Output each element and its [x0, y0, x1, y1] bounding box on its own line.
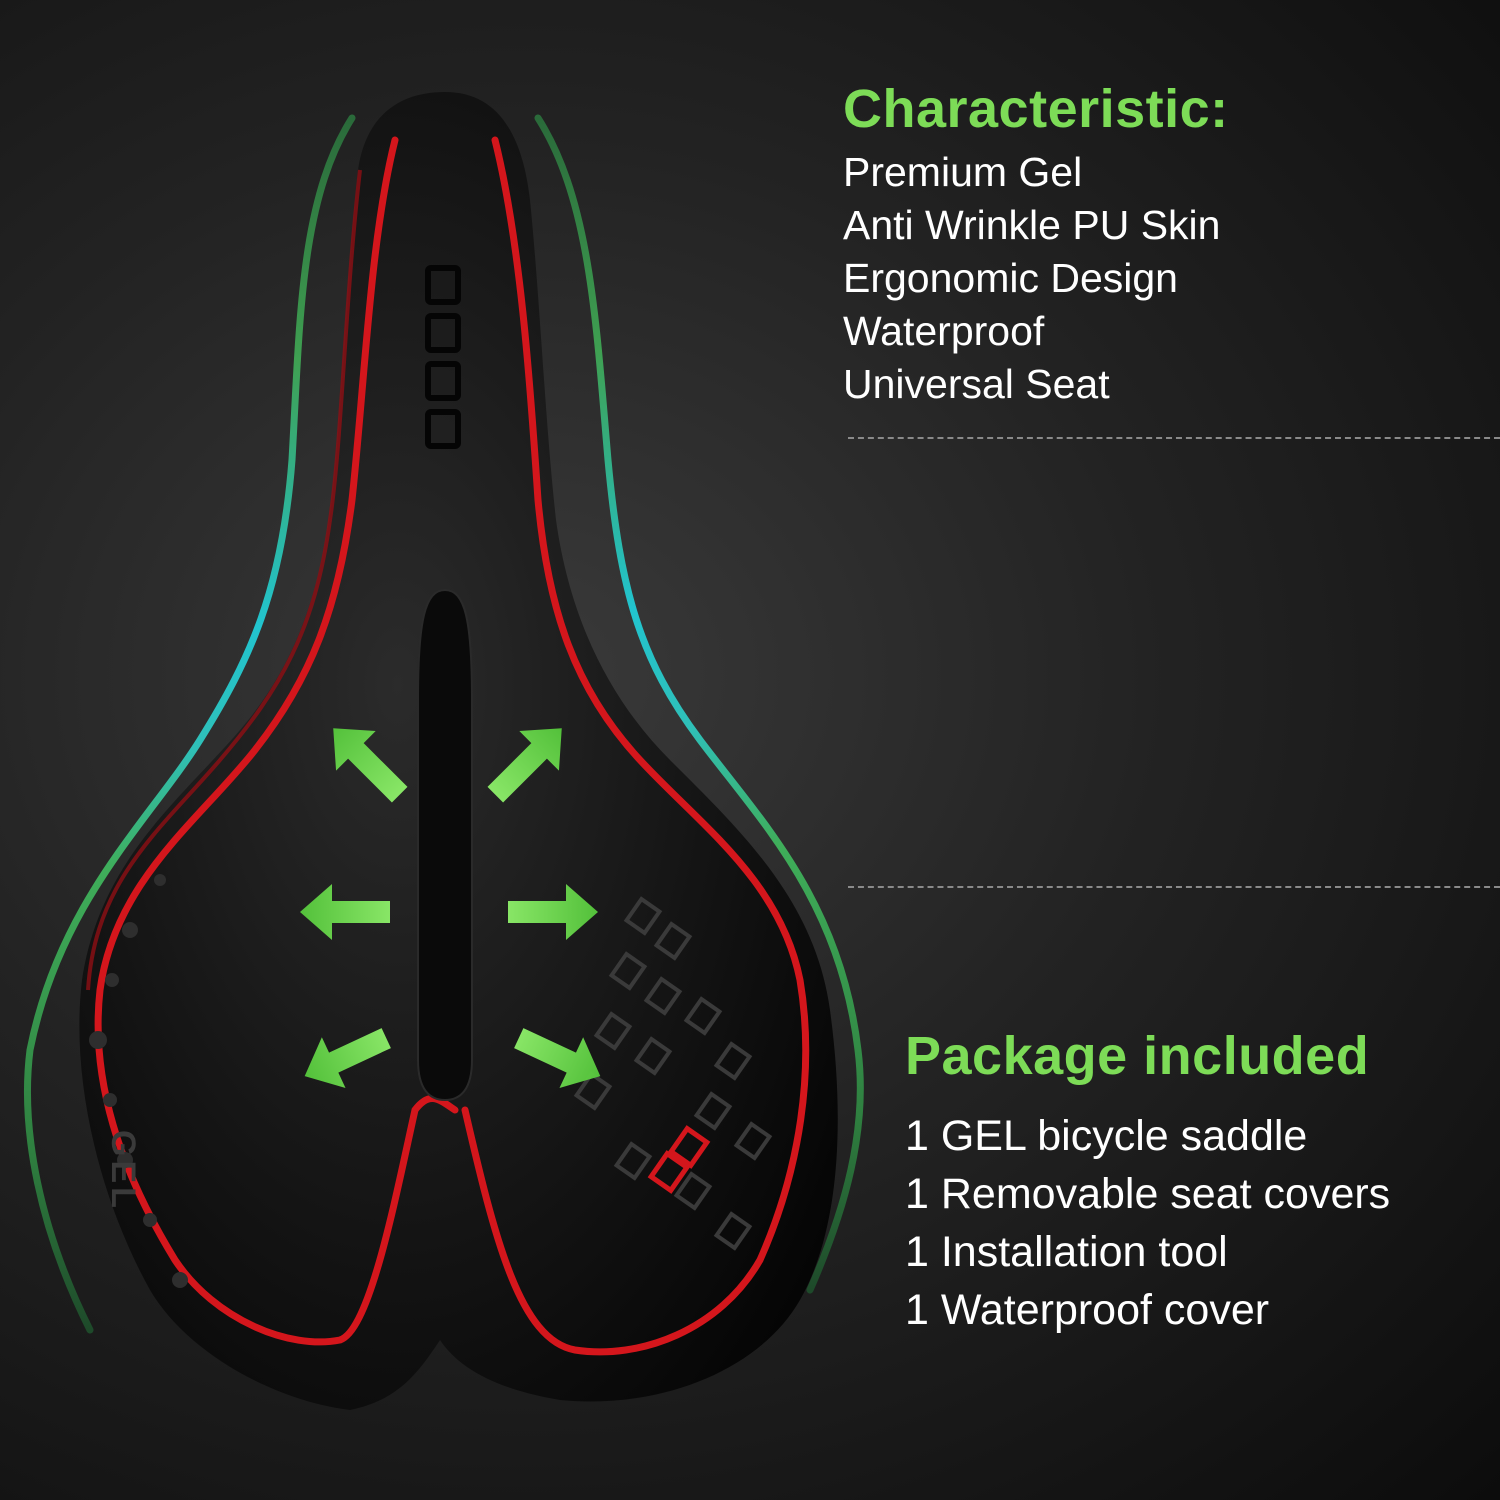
package-heading: Package included: [905, 1026, 1370, 1086]
package-item: 1 Removable seat covers: [905, 1170, 1391, 1218]
contour-line-right: [534, 114, 864, 1294]
package-item: 1 GEL bicycle saddle: [905, 1112, 1308, 1160]
characteristic-heading: Characteristic:: [843, 79, 1229, 139]
package-item: 1 Installation tool: [905, 1228, 1228, 1276]
red-trim-outer-left: [86, 169, 362, 991]
contour-line-left: [24, 114, 356, 1334]
characteristic-item: Waterproof: [843, 308, 1045, 354]
gel-print: GEL: [104, 1130, 142, 1212]
package-list: 1 GEL bicycle saddle 1 Removable seat co…: [905, 1115, 1390, 1347]
gs-pattern-right: [573, 896, 773, 1251]
gs-logo-red-icon: [647, 1125, 711, 1194]
characteristic-item: Ergonomic Design: [843, 255, 1178, 301]
package-item: 1 Waterproof cover: [905, 1286, 1270, 1334]
red-trim-left: [94, 136, 459, 1346]
double-arrow-icon: [300, 728, 601, 1088]
characteristic-item: Premium Gel: [843, 149, 1083, 195]
characteristic-item: Anti Wrinkle PU Skin: [843, 202, 1221, 248]
gs-logo-icon: [425, 265, 461, 449]
dashed-divider: [848, 437, 1500, 439]
wing-texture-left: [89, 874, 188, 1288]
red-trim-right: [461, 136, 810, 1356]
characteristic-item: Universal Seat: [843, 361, 1110, 407]
center-cutout: [417, 588, 473, 1102]
characteristic-list: Premium Gel Anti Wrinkle PU Skin Ergonom…: [843, 152, 1220, 417]
dashed-divider: [848, 886, 1500, 888]
